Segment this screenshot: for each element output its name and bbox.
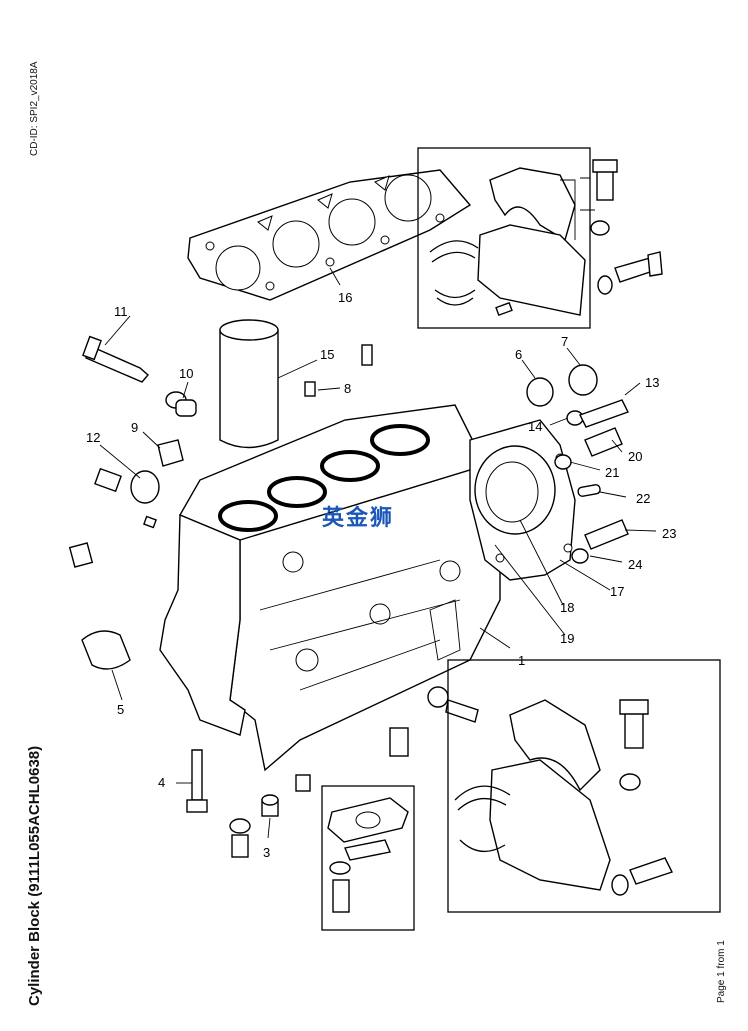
head-gasket-part <box>187 169 472 301</box>
watermark-logo: 英金狮 <box>322 506 395 531</box>
callout-8: 8 <box>344 381 351 396</box>
callout-7: 7 <box>561 334 568 349</box>
callout-6: 6 <box>515 347 522 362</box>
callout-16: 16 <box>338 290 352 305</box>
callout-24: 24 <box>628 557 642 572</box>
inset-lower-middle <box>321 785 415 931</box>
callout-4: 4 <box>158 775 165 790</box>
callout-18: 18 <box>560 600 574 615</box>
callout-10: 10 <box>179 366 193 381</box>
small-parts <box>68 335 629 858</box>
callout-17: 17 <box>610 584 624 599</box>
callout-9: 9 <box>131 420 138 435</box>
callout-12: 12 <box>86 430 100 445</box>
oil-seal-housing-part <box>469 419 576 581</box>
callout-14: 14 <box>528 419 542 434</box>
callout-22: 22 <box>636 491 650 506</box>
leader-lines <box>99 267 657 839</box>
callout-13: 13 <box>645 375 659 390</box>
callout-1: 1 <box>518 653 525 668</box>
callout-20: 20 <box>628 449 642 464</box>
callout-3: 3 <box>263 845 270 860</box>
inset-lower-right <box>447 659 721 913</box>
callout-19: 19 <box>560 631 574 646</box>
cylinder-liner-part <box>219 319 279 449</box>
callout-5: 5 <box>117 702 124 717</box>
callout-21: 21 <box>605 465 619 480</box>
callout-23: 23 <box>662 526 676 541</box>
callout-labels: 1 3 4 5 6 7 8 9 10 11 12 13 14 15 16 17 … <box>86 290 676 860</box>
callout-11: 11 <box>114 304 128 319</box>
callout-15: 15 <box>320 347 334 362</box>
cylinder-block-part <box>159 404 501 772</box>
inset-main-bearing <box>417 147 663 329</box>
